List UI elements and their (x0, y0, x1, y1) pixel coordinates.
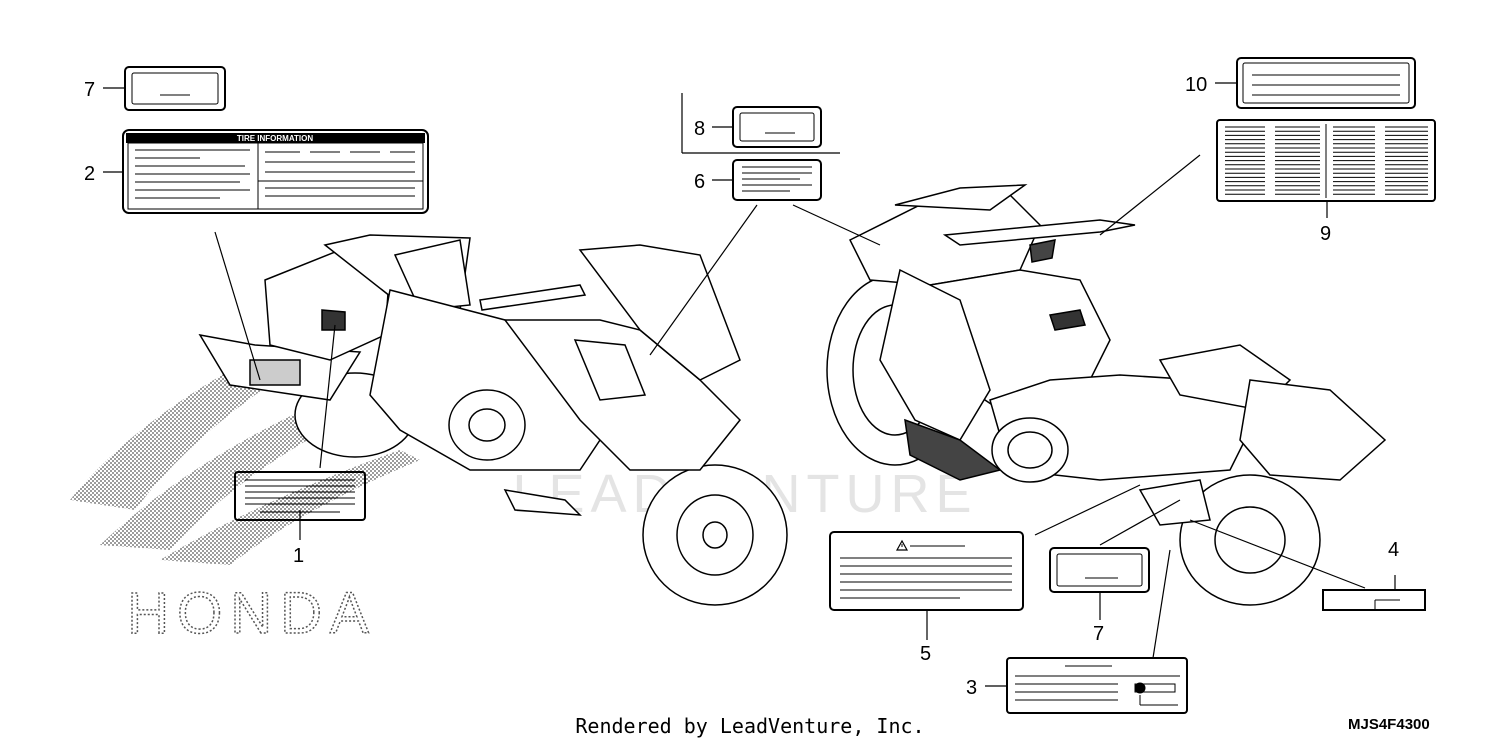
motorcycle-right-view (826, 184, 1387, 606)
diagram-code: MJS4F4300 (1348, 716, 1430, 733)
label-9 (1216, 119, 1436, 202)
label-3 (1006, 657, 1188, 714)
callout-3: 3 (966, 677, 977, 699)
label-7-top-left (124, 66, 226, 111)
tire-label-title: TIRE INFORMATION (237, 134, 314, 143)
label-8 (732, 106, 822, 148)
honda-brand-text: HONDA (127, 581, 376, 646)
callout-5: 5 (920, 643, 931, 665)
windscreen-left (578, 244, 741, 381)
callout-8: 8 (694, 118, 705, 140)
callout-10: 10 (1185, 74, 1207, 96)
leader-lines (103, 82, 1396, 687)
label-4 (1322, 589, 1426, 611)
callout-numbers: 7 2 1 8 6 10 9 5 7 3 4 (84, 74, 1399, 699)
callout-6: 6 (694, 171, 705, 193)
label-8-bracket (681, 93, 840, 154)
label-10 (1236, 57, 1416, 109)
warning-triangle-icon (895, 539, 909, 551)
label-7-bottom (1049, 547, 1150, 593)
saddlebag-right (1239, 379, 1387, 481)
callout-7-top: 7 (84, 79, 95, 101)
callout-9: 9 (1320, 223, 1331, 245)
label-6 (732, 159, 822, 201)
label-5 (829, 531, 1024, 611)
callout-7-bottom: 7 (1093, 623, 1104, 645)
callout-1: 1 (293, 545, 304, 567)
callout-4: 4 (1388, 539, 1399, 561)
footer-credit: Rendered by LeadVenture, Inc. (575, 714, 925, 738)
motorcycle-left-view (198, 234, 788, 606)
label-9-text-lines (1225, 126, 1428, 195)
callout-2: 2 (84, 163, 95, 185)
